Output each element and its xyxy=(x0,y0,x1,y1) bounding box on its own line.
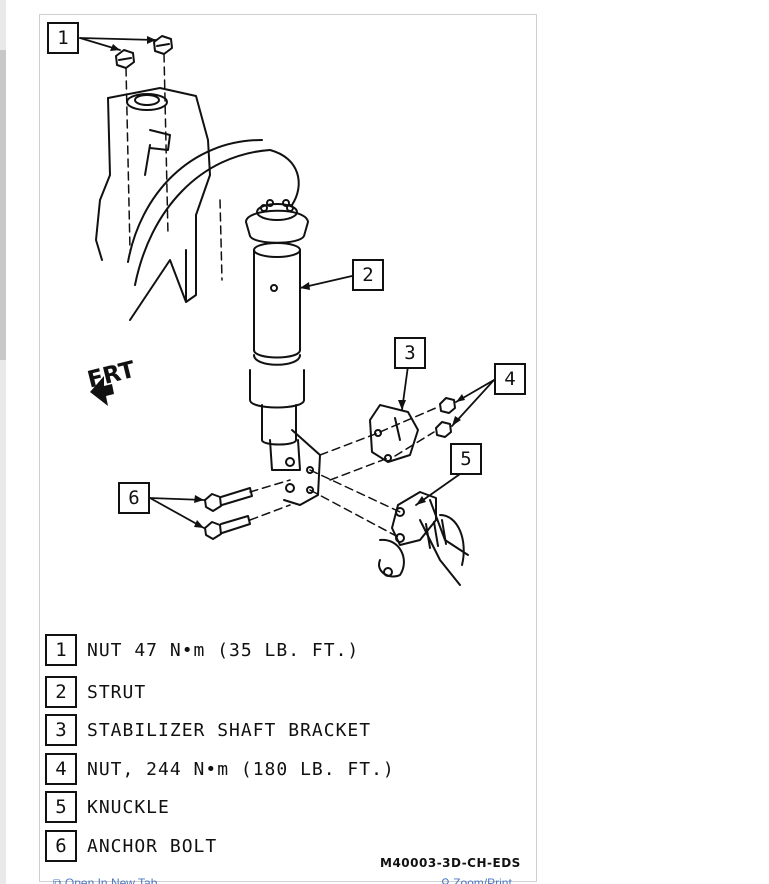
legend-text: NUT, 244 N•m (180 LB. FT.) xyxy=(87,758,395,780)
anchor-bolt-lower xyxy=(204,515,251,540)
stabilizer-bracket xyxy=(369,404,419,463)
strut-tower xyxy=(95,87,211,321)
legend-number: 1 xyxy=(45,634,77,666)
legend-number: 4 xyxy=(45,753,77,785)
fender-arcs xyxy=(127,139,300,286)
scrollbar-thumb[interactable] xyxy=(0,50,6,360)
legend-item: 6 ANCHOR BOLT xyxy=(45,829,217,863)
scrollbar-track[interactable] xyxy=(0,0,6,884)
frt-arrow-icon xyxy=(90,376,114,406)
leader-arrowheads xyxy=(110,36,465,528)
legend-number: 2 xyxy=(45,676,77,708)
callout-6: 6 xyxy=(118,482,150,514)
magnifier-icon: ⚲ xyxy=(441,876,454,884)
legend-text: KNUCKLE xyxy=(87,796,170,818)
figure-code: M40003-3D-CH-EDS xyxy=(380,856,521,870)
legend-text: STABILIZER SHAFT BRACKET xyxy=(87,719,372,741)
legend-number: 6 xyxy=(45,830,77,862)
strut-upper-mount xyxy=(245,199,309,244)
knuckle xyxy=(378,491,469,586)
strut-body xyxy=(249,242,305,471)
legend-item: 1 NUT 47 N•m (35 LB. FT.) xyxy=(45,633,359,667)
callout-1: 1 xyxy=(47,22,79,54)
nuts-244 xyxy=(435,397,456,438)
callout-2: 2 xyxy=(352,259,384,291)
image-toolbar: ⧉ Open In New Tab ⚲ Zoom/Print xyxy=(39,874,537,884)
leader-lines xyxy=(79,37,495,529)
legend-text: STRUT xyxy=(87,681,147,703)
anchor-bolt-upper xyxy=(204,487,253,512)
zoom-print-link[interactable]: ⚲ Zoom/Print xyxy=(441,876,512,884)
mounting-lines xyxy=(125,53,223,281)
external-link-icon: ⧉ xyxy=(53,876,65,884)
legend-number: 5 xyxy=(45,791,77,823)
legend-item: 4 NUT, 244 N•m (180 LB. FT.) xyxy=(45,752,395,786)
strut-anchor-bracket xyxy=(283,429,321,506)
assembly-lines xyxy=(249,406,439,539)
callout-5: 5 xyxy=(450,443,482,475)
legend-number: 3 xyxy=(45,714,77,746)
top-nut-left xyxy=(115,49,135,69)
legend-item: 3 STABILIZER SHAFT BRACKET xyxy=(45,713,371,747)
callout-3: 3 xyxy=(394,337,426,369)
legend-item: 5 KNUCKLE xyxy=(45,790,170,824)
callout-4: 4 xyxy=(494,363,526,395)
legend-text: NUT 47 N•m (35 LB. FT.) xyxy=(87,639,360,661)
legend-item: 2 STRUT xyxy=(45,675,146,709)
legend-text: ANCHOR BOLT xyxy=(87,835,218,857)
top-nut-right xyxy=(153,35,173,55)
open-new-tab-link[interactable]: ⧉ Open In New Tab xyxy=(53,876,157,884)
